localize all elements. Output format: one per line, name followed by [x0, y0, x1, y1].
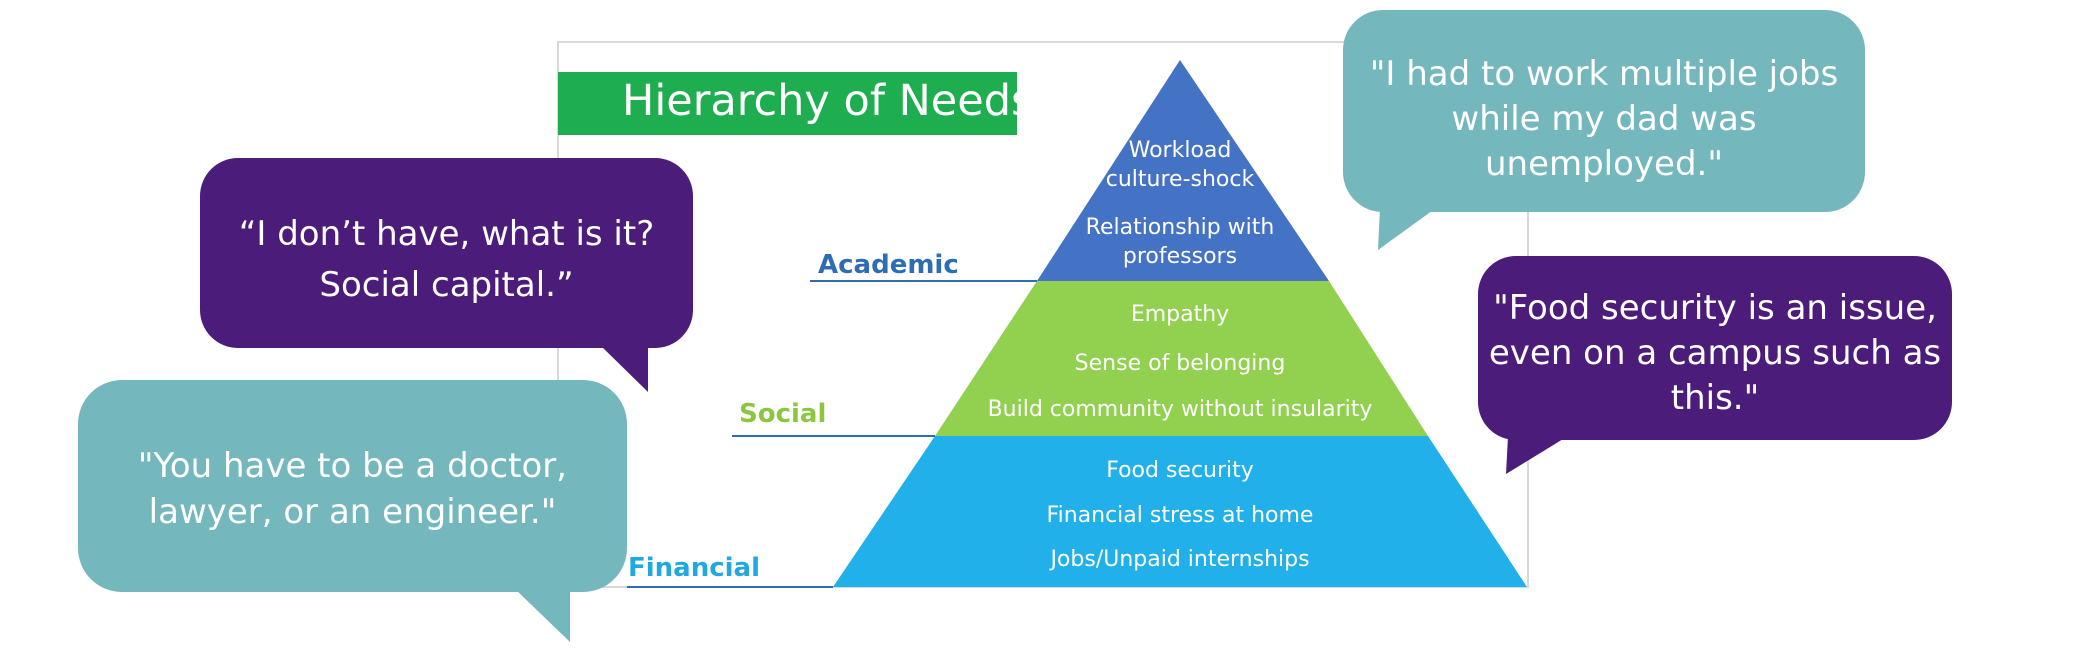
- quote-text: lawyer, or an engineer.": [148, 492, 557, 532]
- quote-text: "I had to work multiple jobs: [1369, 54, 1839, 94]
- academic-item: professors: [1122, 244, 1238, 269]
- quote-text: Social capital.”: [319, 265, 574, 305]
- financial-item: Food security: [1106, 458, 1254, 483]
- quote-text: unemployed.": [1484, 144, 1724, 184]
- quote-bubble-doctor-tail: [515, 589, 570, 642]
- academic-item: culture-shock: [1105, 167, 1255, 192]
- quote-text: even on a campus such as: [1488, 333, 1942, 373]
- academic-item: Relationship with: [1085, 215, 1275, 240]
- quote-text: “I don’t have, what is it?: [238, 214, 655, 254]
- financial-item: Financial stress at home: [1046, 503, 1314, 528]
- social-item: Build community without insularity: [987, 397, 1373, 422]
- pyramid-tier-social: [935, 281, 1428, 436]
- quote-bubble-jobs-shape: [1343, 10, 1865, 212]
- quote-bubble-social-capital-shape: [200, 158, 693, 348]
- quote-bubble-jobs-tail: [1378, 208, 1436, 250]
- quote-bubble-doctor-shape: [78, 380, 627, 592]
- quote-text: "Food security is an issue,: [1493, 288, 1937, 328]
- level-label-social: Social: [739, 399, 827, 429]
- diagram-title: Hierarchy of Needs: [622, 76, 1034, 126]
- level-label-academic: Academic: [818, 250, 959, 280]
- social-item: Sense of belonging: [1074, 351, 1286, 376]
- quote-bubble-social-capital-tail: [600, 345, 648, 392]
- quote-text: "You have to be a doctor,: [137, 446, 568, 486]
- academic-item: Workload: [1128, 138, 1232, 163]
- pyramid-tier-financial: [833, 436, 1527, 587]
- quote-text: while my dad was: [1451, 99, 1757, 139]
- title-banner: [558, 72, 1017, 135]
- quote-text: this.": [1670, 378, 1760, 418]
- quote-bubble-food-shape: [1478, 256, 1952, 440]
- pyramid-tier-academic: [1037, 60, 1329, 281]
- social-item: Empathy: [1130, 302, 1230, 327]
- level-label-financial: Financial: [628, 553, 761, 583]
- quote-bubble-food-tail: [1506, 436, 1568, 474]
- financial-item: Jobs/Unpaid internships: [1050, 547, 1310, 572]
